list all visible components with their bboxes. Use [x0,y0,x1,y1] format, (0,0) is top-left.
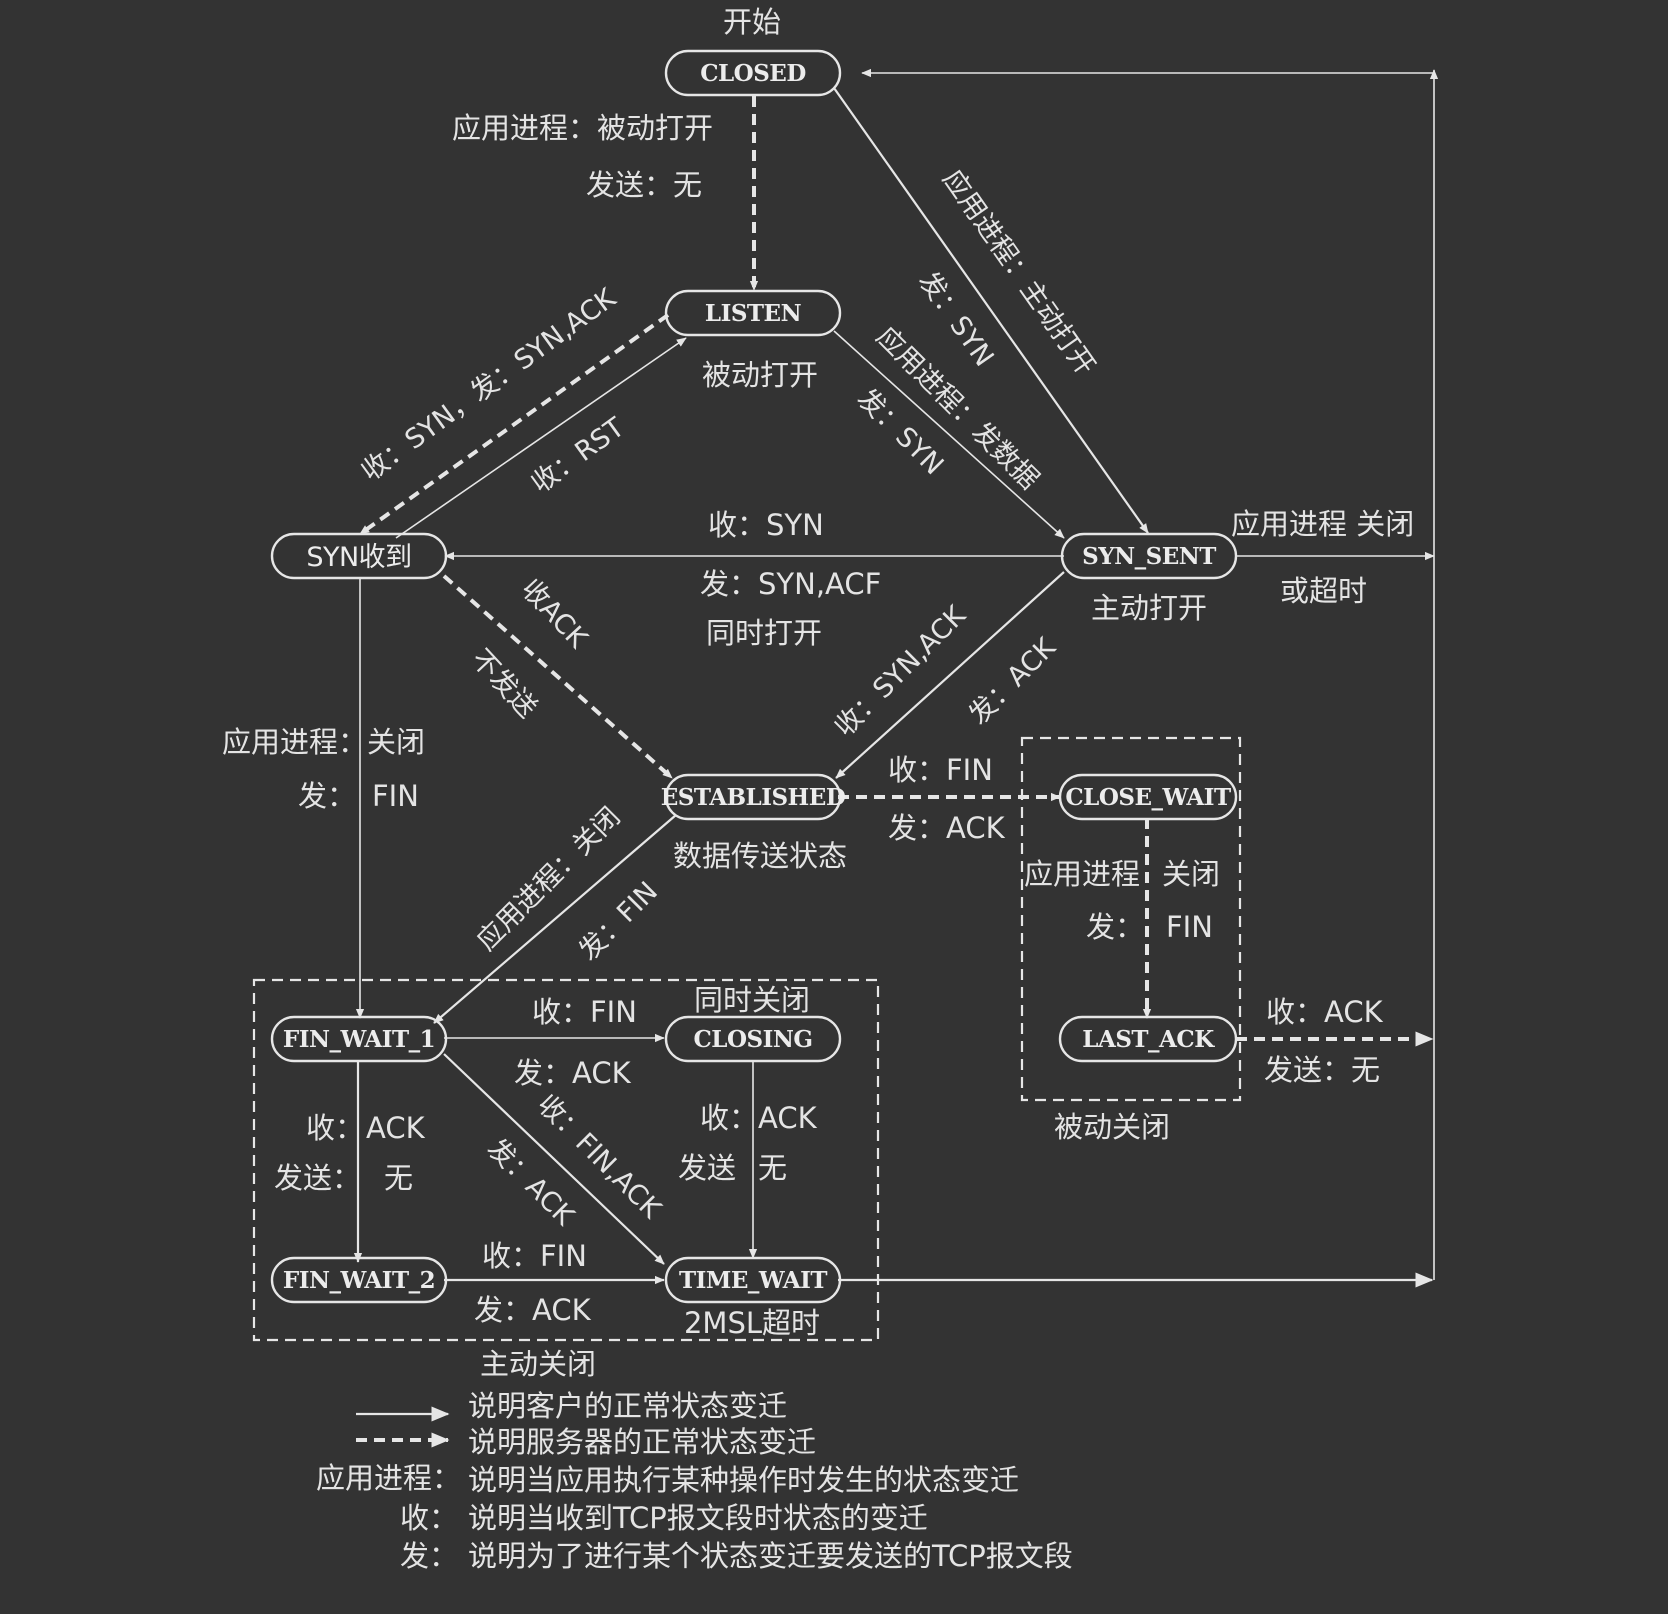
svg-text:SYN_SENT: SYN_SENT [1082,543,1216,570]
legend-recv-desc: 说明当收到TCP报文段时状态的变迁 [468,1501,928,1535]
label-closing-tw-4: 无 [758,1151,787,1185]
label-la-closed-1: 收：ACK [1266,995,1384,1029]
svg-text:SYN收到: SYN收到 [306,542,411,573]
state-closed: CLOSED [664,49,842,97]
state-last-ack: LAST_ACK [1058,1015,1238,1063]
label-synrcvd-fw1-1: 应用进程：关闭 [222,725,425,759]
label-cw-la-1: 应用进程 [1024,857,1140,891]
svg-text:FIN_WAIT_1: FIN_WAIT_1 [283,1026,435,1053]
legend-send-key: 发： [400,1539,458,1573]
label-fw2-tw-1: 收：FIN [482,1239,587,1273]
state-close-wait: CLOSE_WAIT [1058,773,1238,821]
label-synsent-synrcvd-3: 同时打开 [706,616,822,650]
label-synsent-close-2: 或超时 [1280,574,1367,608]
state-syn-sent: SYN_SENT [1060,532,1238,580]
svg-text:LAST_ACK: LAST_ACK [1082,1026,1215,1053]
label-synrcvd-listen: 收：RST [526,412,631,500]
label-synrcvd-est-1: 收ACK [515,574,594,656]
state-established: ESTABLISHED [661,773,846,821]
label-start: 开始 [723,5,781,39]
label-est-cw-2: 发：ACK [888,811,1006,845]
svg-text:TIME_WAIT: TIME_WAIT [679,1267,827,1294]
label-fw1-fw2-2: ACK [366,1111,426,1145]
legend-recv-key: 收： [400,1501,458,1535]
legend: 说明客户的正常状态变迁 说明服务器的正常状态变迁 应用进程： 说明当应用执行某种… [316,1389,1073,1573]
label-la-closed-2: 发送：无 [1264,1053,1380,1087]
state-time-wait: TIME_WAIT [664,1256,842,1304]
legend-app-key: 应用进程： [316,1461,461,1495]
label-fw1-fw2-4: 无 [384,1161,413,1195]
legend-solid-text: 说明客户的正常状态变迁 [468,1389,787,1423]
arrow-fw1-tw [443,1053,665,1265]
arrow-est-fw1 [433,814,677,1024]
label-synsent-est-2: 发：ACK [963,631,1063,731]
label-est-cw-1: 收：FIN [888,753,993,787]
svg-text:LISTEN: LISTEN [705,300,802,327]
label-synsent-caption: 主动打开 [1091,591,1207,625]
label-tw-caption: 2MSL超时 [684,1306,820,1340]
svg-text:FIN_WAIT_2: FIN_WAIT_2 [283,1267,435,1294]
label-cw-la-4: FIN [1166,910,1213,944]
label-cw-la-2: 关闭 [1162,857,1220,891]
state-fin-wait-1: FIN_WAIT_1 [270,1015,448,1063]
arrow-listen-synrcvd [358,313,670,536]
svg-text:CLOSING: CLOSING [693,1026,812,1053]
label-simul-close: 同时关闭 [694,983,810,1017]
label-synrcvd-fw1-2: 发： [298,779,356,813]
label-closing-tw-3: 发送 [678,1151,736,1185]
label-synsent-est-1: 收：SYN,ACK [829,599,973,743]
state-fin-wait-2: FIN_WAIT_2 [270,1256,448,1304]
state-listen: LISTEN [664,289,842,337]
label-passive-close: 被动关闭 [1054,1110,1170,1144]
legend-dashed-text: 说明服务器的正常状态变迁 [468,1425,816,1459]
label-est-fw1-2: 发：FIN [573,876,664,967]
label-listen-caption: 被动打开 [702,358,818,392]
arrow-synrcvd-listen [395,337,687,539]
label-synsent-synrcvd-2: 发：SYN,ACF [700,567,881,601]
legend-app-desc: 说明当应用执行某种操作时发生的状态变迁 [468,1463,1019,1497]
label-fw1-tw-2: 发：ACK [481,1133,581,1233]
label-closing-tw-1: 收： [700,1101,758,1135]
active-close-group [252,978,880,1342]
label-est-caption: 数据传送状态 [673,839,847,873]
arrow-synsent-est [835,571,1065,779]
label-fw1-closing-2: 发：ACK [514,1056,632,1090]
arrow-synrcvd-est [442,574,674,780]
label-closed-listen-2: 发送：无 [586,168,702,202]
label-synrcvd-fw1-3: FIN [372,779,419,813]
label-active-close: 主动关闭 [480,1347,596,1381]
label-fw1-fw2-3: 发送： [274,1161,361,1195]
state-syn-rcvd: SYN收到 [270,532,448,580]
svg-text:ESTABLISHED: ESTABLISHED [661,784,846,811]
label-synsent-synrcvd-1: 收：SYN [708,508,824,542]
label-cw-la-3: 发： [1086,910,1144,944]
arrow-closed-synsent [833,87,1149,534]
label-fw2-tw-2: 发：ACK [474,1293,592,1327]
label-closing-tw-2: ACK [758,1101,818,1135]
label-fw1-closing-1: 收：FIN [532,995,637,1029]
svg-text:CLOSE_WAIT: CLOSE_WAIT [1065,784,1231,811]
legend-send-desc: 说明为了进行某个状态变迁要发送的TCP报文段 [468,1539,1073,1573]
label-fw1-fw2-1: 收： [306,1111,364,1145]
passive-close-group [1020,736,1242,1102]
label-closed-listen-1: 应用进程：被动打开 [452,111,713,145]
state-closing: CLOSING [664,1015,842,1063]
label-synsent-close-1: 应用进程 关闭 [1231,507,1414,541]
svg-text:CLOSED: CLOSED [700,60,806,87]
arrow-listen-synsent [833,330,1065,539]
